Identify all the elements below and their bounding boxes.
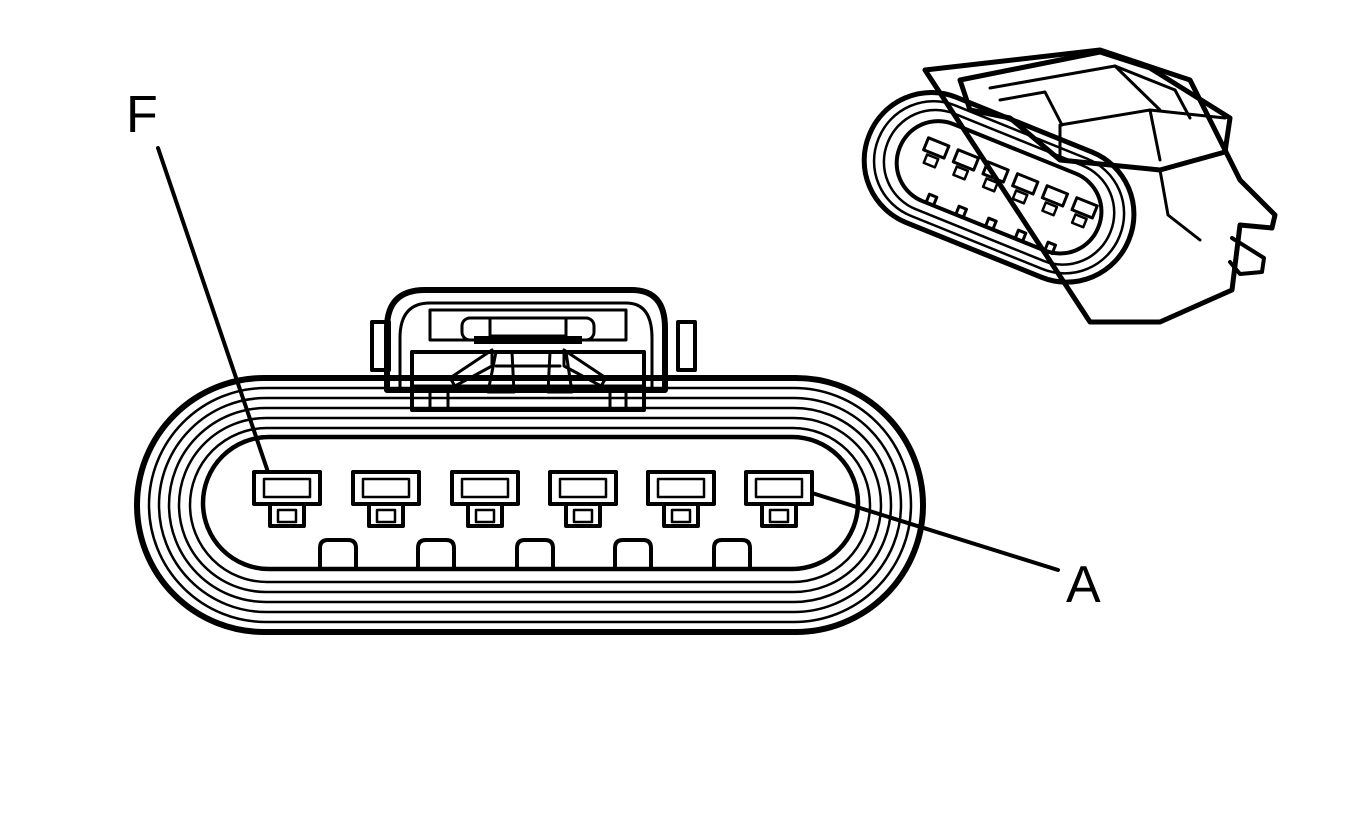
leader-line-f: [156, 146, 270, 474]
inset-terminals: [922, 136, 1099, 229]
leader-line-a: [810, 491, 1060, 572]
latch-housing: [370, 287, 697, 393]
terminal-d: [450, 470, 520, 528]
connector-face-view: F A: [126, 86, 1101, 635]
label-terminal-f: F: [126, 86, 158, 144]
latch-lock: [410, 348, 646, 412]
connector-isometric-view: [861, 47, 1278, 325]
terminal-row: [252, 470, 814, 528]
keying-ribs: [318, 538, 752, 570]
terminal-a: [744, 470, 814, 528]
terminal-e: [351, 470, 421, 528]
terminal-cavity: [200, 434, 861, 572]
label-terminal-a: A: [1066, 556, 1101, 614]
terminal-b: [646, 470, 716, 528]
terminal-f: [252, 470, 322, 528]
terminal-c: [548, 470, 618, 528]
